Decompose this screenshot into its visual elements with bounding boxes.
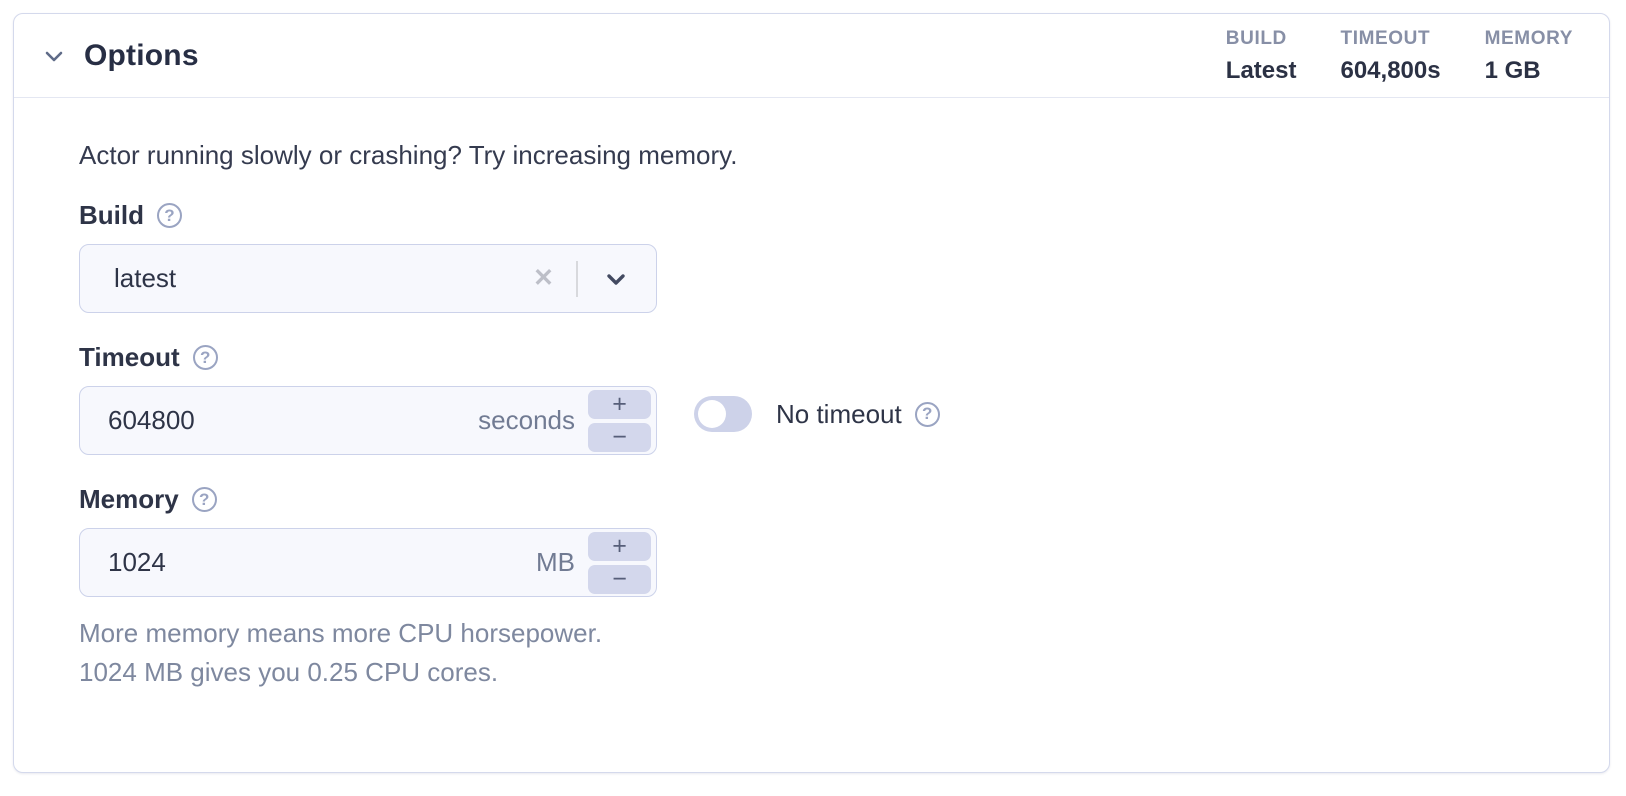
run-summary: BUILD Latest TIMEOUT 604,800s MEMORY 1 G… bbox=[1226, 26, 1573, 85]
summary-label: MEMORY bbox=[1484, 28, 1573, 49]
summary-item-memory: MEMORY 1 GB bbox=[1485, 28, 1573, 85]
summary-label: BUILD bbox=[1225, 28, 1287, 49]
memory-decrement-button[interactable]: − bbox=[588, 564, 651, 594]
memory-help-icon[interactable]: ? bbox=[191, 487, 217, 512]
toggle-knob bbox=[698, 400, 726, 428]
memory-input[interactable] bbox=[108, 547, 536, 578]
build-select[interactable]: latest ✕ bbox=[79, 244, 657, 313]
timeout-decrement-button[interactable]: − bbox=[588, 422, 651, 452]
section-title: Options bbox=[84, 38, 199, 72]
no-timeout-toggle[interactable] bbox=[694, 396, 752, 432]
timeout-stepper: + − bbox=[588, 389, 651, 452]
timeout-label-row: Timeout ? bbox=[79, 342, 1573, 373]
summary-item-timeout: TIMEOUT 604,800s bbox=[1340, 28, 1440, 85]
build-select-value: latest bbox=[114, 263, 177, 293]
summary-label: TIMEOUT bbox=[1340, 28, 1431, 49]
summary-item-build: BUILD Latest bbox=[1226, 28, 1297, 85]
options-card-header: Options BUILD Latest TIMEOUT 604,800s ME… bbox=[14, 14, 1609, 98]
build-label-row: Build ? bbox=[79, 200, 1573, 231]
memory-helper-line-2: 1024 MB gives you 0.25 CPU cores. bbox=[79, 657, 499, 687]
memory-helper-line-1: More memory means more CPU horsepower. bbox=[79, 618, 603, 648]
memory-hint-text: Actor running slowly or crashing? Try in… bbox=[79, 140, 738, 170]
memory-unit-label: MB bbox=[536, 547, 575, 577]
select-divider bbox=[576, 260, 578, 297]
timeout-label: Timeout bbox=[79, 342, 180, 372]
no-timeout-help-icon[interactable]: ? bbox=[914, 401, 940, 427]
build-label: Build bbox=[79, 200, 144, 230]
timeout-increment-button[interactable]: + bbox=[588, 389, 651, 419]
memory-increment-button[interactable]: + bbox=[588, 531, 651, 561]
header-left: Options bbox=[38, 39, 199, 73]
timeout-input-box: seconds + − bbox=[79, 386, 657, 455]
memory-helper-text: More memory means more CPU horsepower. 1… bbox=[79, 614, 1573, 692]
summary-value: 1 GB bbox=[1484, 57, 1541, 84]
memory-input-box: MB + − bbox=[79, 528, 657, 597]
memory-stepper: + − bbox=[588, 531, 651, 594]
summary-value: 604,800s bbox=[1340, 57, 1441, 84]
memory-label: Memory bbox=[79, 484, 179, 514]
options-card-body: Actor running slowly or crashing? Try in… bbox=[14, 98, 1609, 692]
build-help-icon[interactable]: ? bbox=[157, 203, 182, 228]
timeout-unit-label: seconds bbox=[478, 405, 575, 435]
memory-label-row: Memory ? bbox=[79, 484, 1573, 515]
timeout-input[interactable] bbox=[108, 405, 479, 436]
timeout-help-icon[interactable]: ? bbox=[192, 345, 218, 370]
options-card: Options BUILD Latest TIMEOUT 604,800s ME… bbox=[13, 13, 1610, 773]
clear-icon[interactable]: ✕ bbox=[529, 266, 558, 291]
no-timeout-label: No timeout bbox=[776, 398, 902, 429]
timeout-row: seconds + − No timeout ? bbox=[79, 373, 1573, 455]
chevron-down-icon[interactable] bbox=[598, 265, 634, 293]
collapse-chevron-icon[interactable] bbox=[38, 40, 70, 72]
summary-value: Latest bbox=[1225, 57, 1297, 84]
